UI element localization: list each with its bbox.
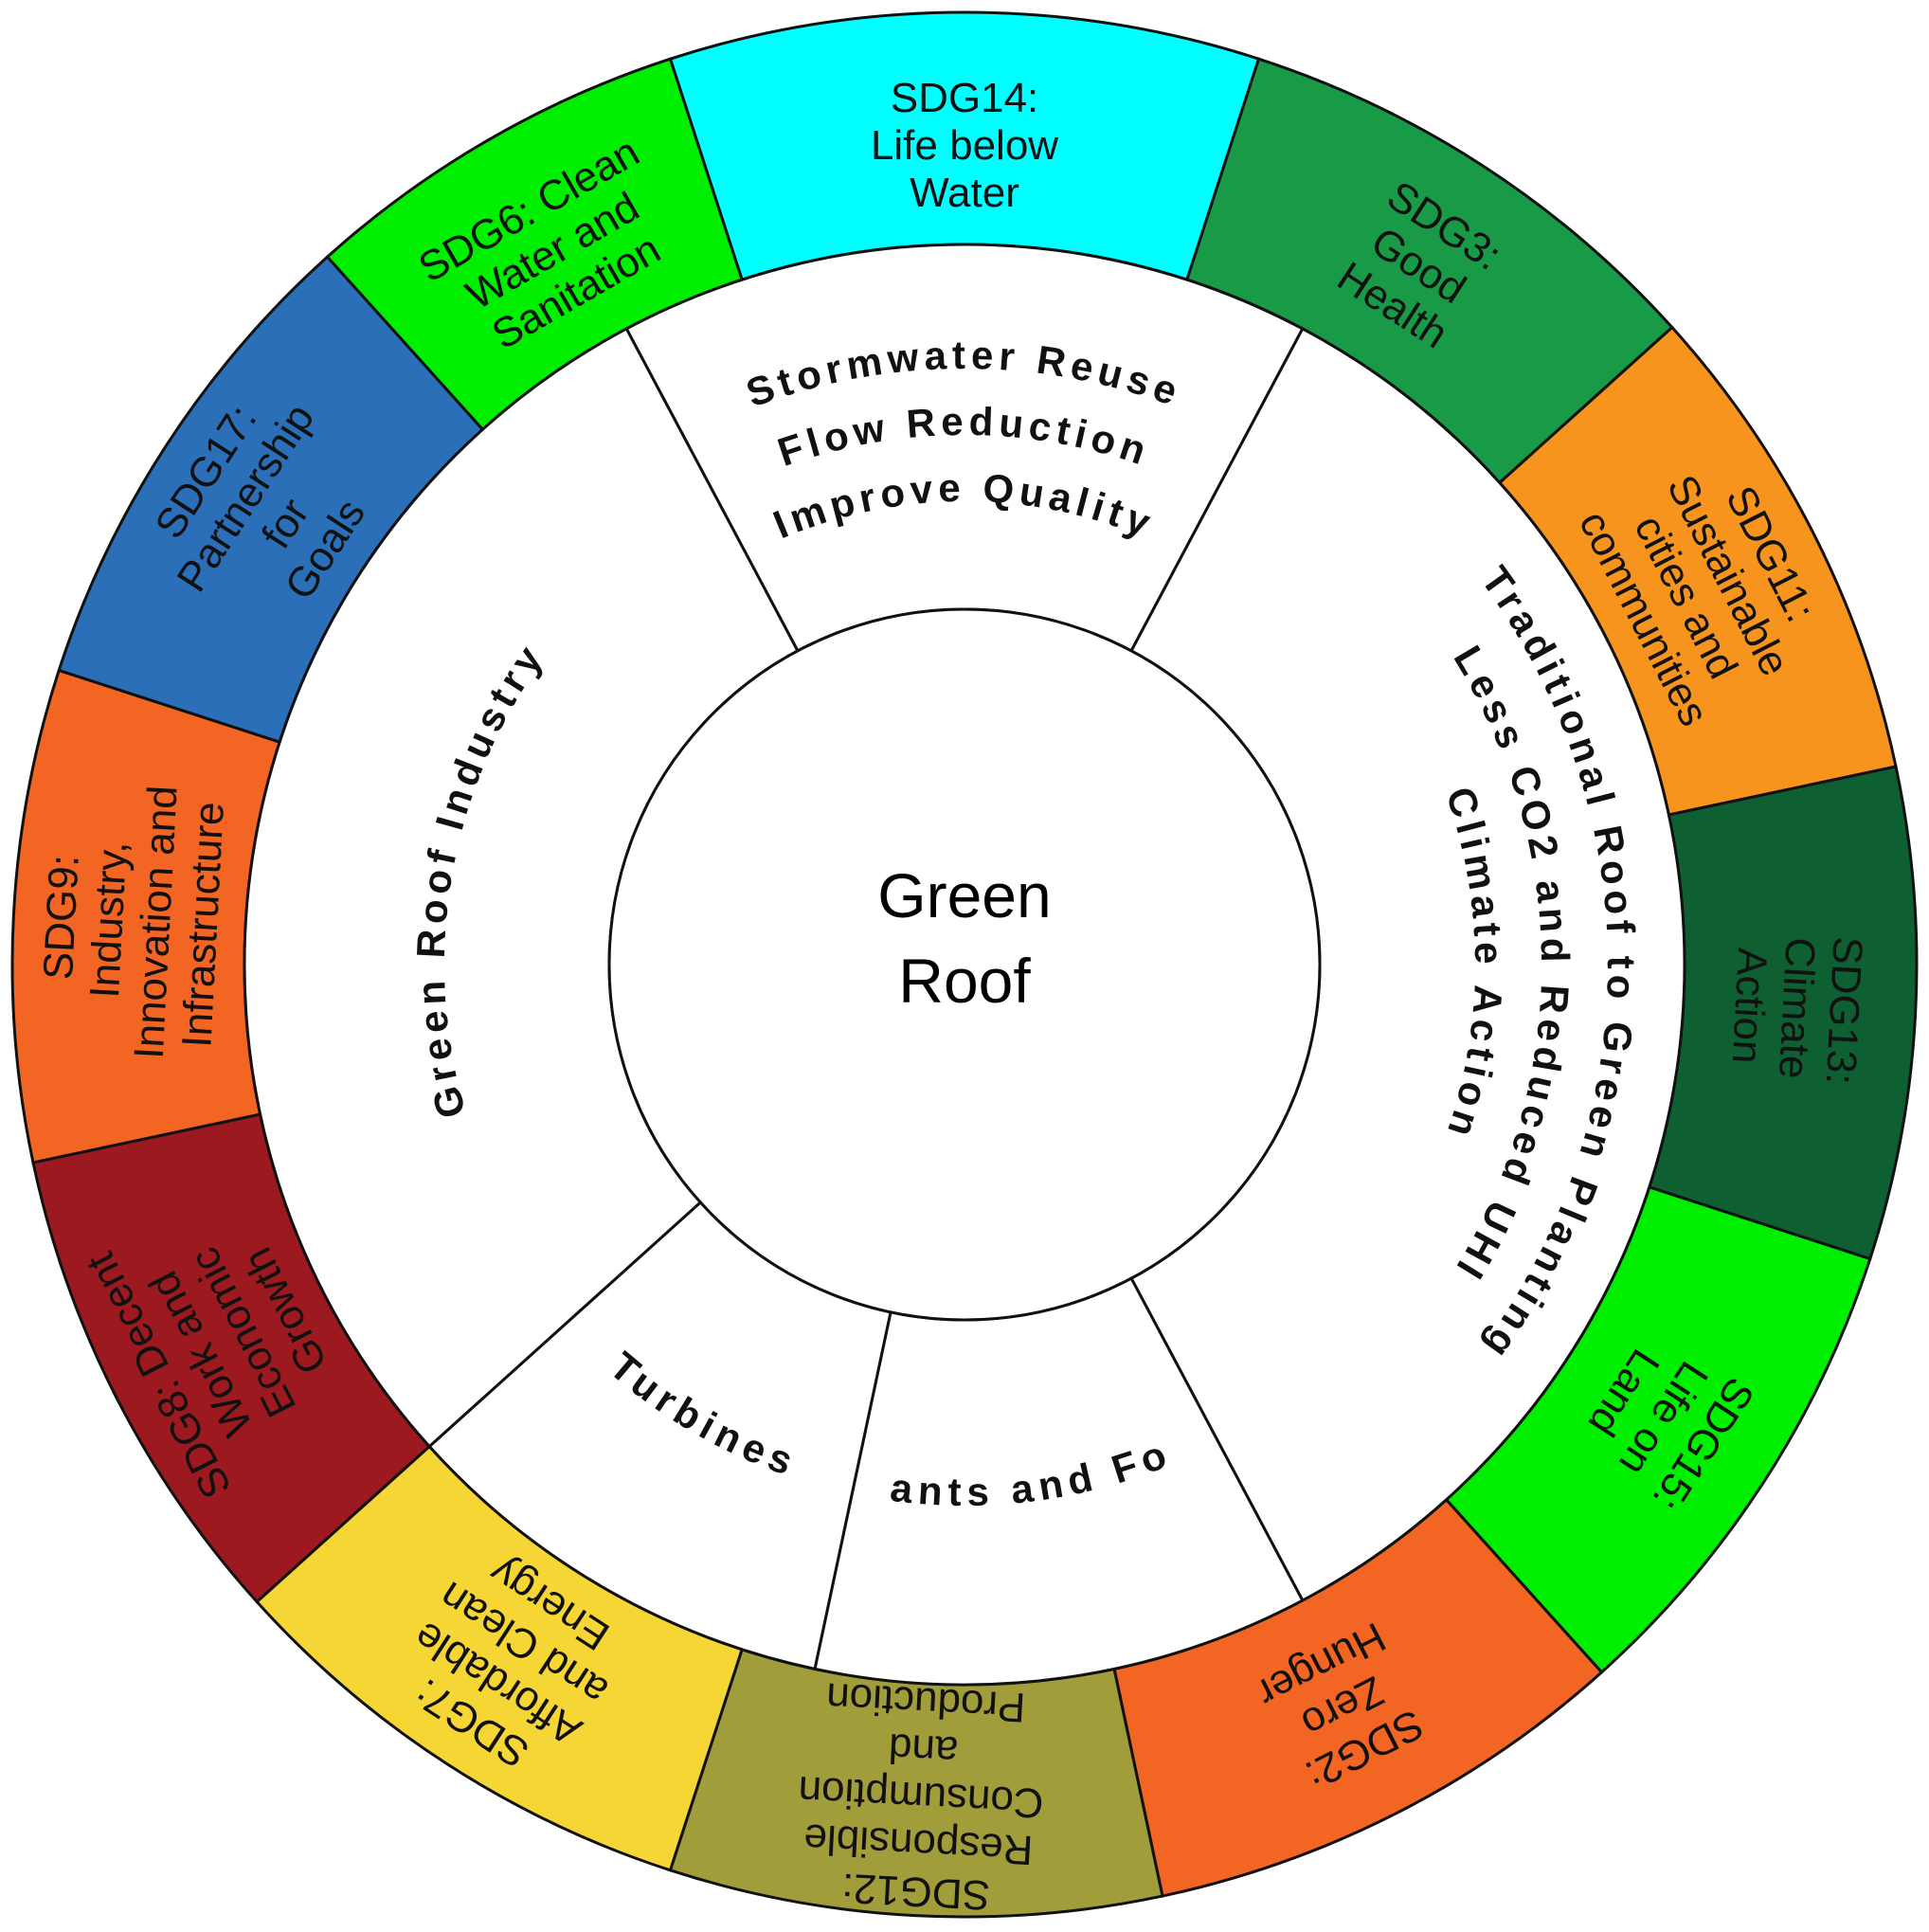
outer-label-line: SDG13: xyxy=(1817,935,1871,1086)
outer-label-line: SDG9: xyxy=(35,854,88,981)
outer-label-sdg12: SDG12:ResponsibleConsumptionandProductio… xyxy=(792,1672,1050,1921)
center-label-line: Green xyxy=(877,860,1051,930)
outer-label-sdg13: SDG13:ClimateAction xyxy=(1722,930,1871,1086)
inner-ring xyxy=(243,243,1686,1687)
outer-label-line: SDG14: xyxy=(891,75,1039,121)
outer-ring xyxy=(10,10,1919,1919)
center-circle xyxy=(607,607,1322,1322)
outer-label-line: Production xyxy=(825,1673,1027,1730)
outer-label-line: Climate xyxy=(1770,936,1824,1080)
outer-label-line: Industry, xyxy=(81,840,136,1000)
outer-label-sdg9: SDG9:Industry,Innovation andInfrastructu… xyxy=(31,780,234,1063)
outer-label-line: Water xyxy=(910,170,1019,216)
outer-label-line: Action xyxy=(1723,947,1776,1065)
outer-label-line: Life below xyxy=(871,122,1058,169)
outer-label-line: and xyxy=(888,1724,960,1775)
center-label-line: Roof xyxy=(898,946,1031,1016)
outer-label-line: SDG12: xyxy=(840,1865,991,1919)
